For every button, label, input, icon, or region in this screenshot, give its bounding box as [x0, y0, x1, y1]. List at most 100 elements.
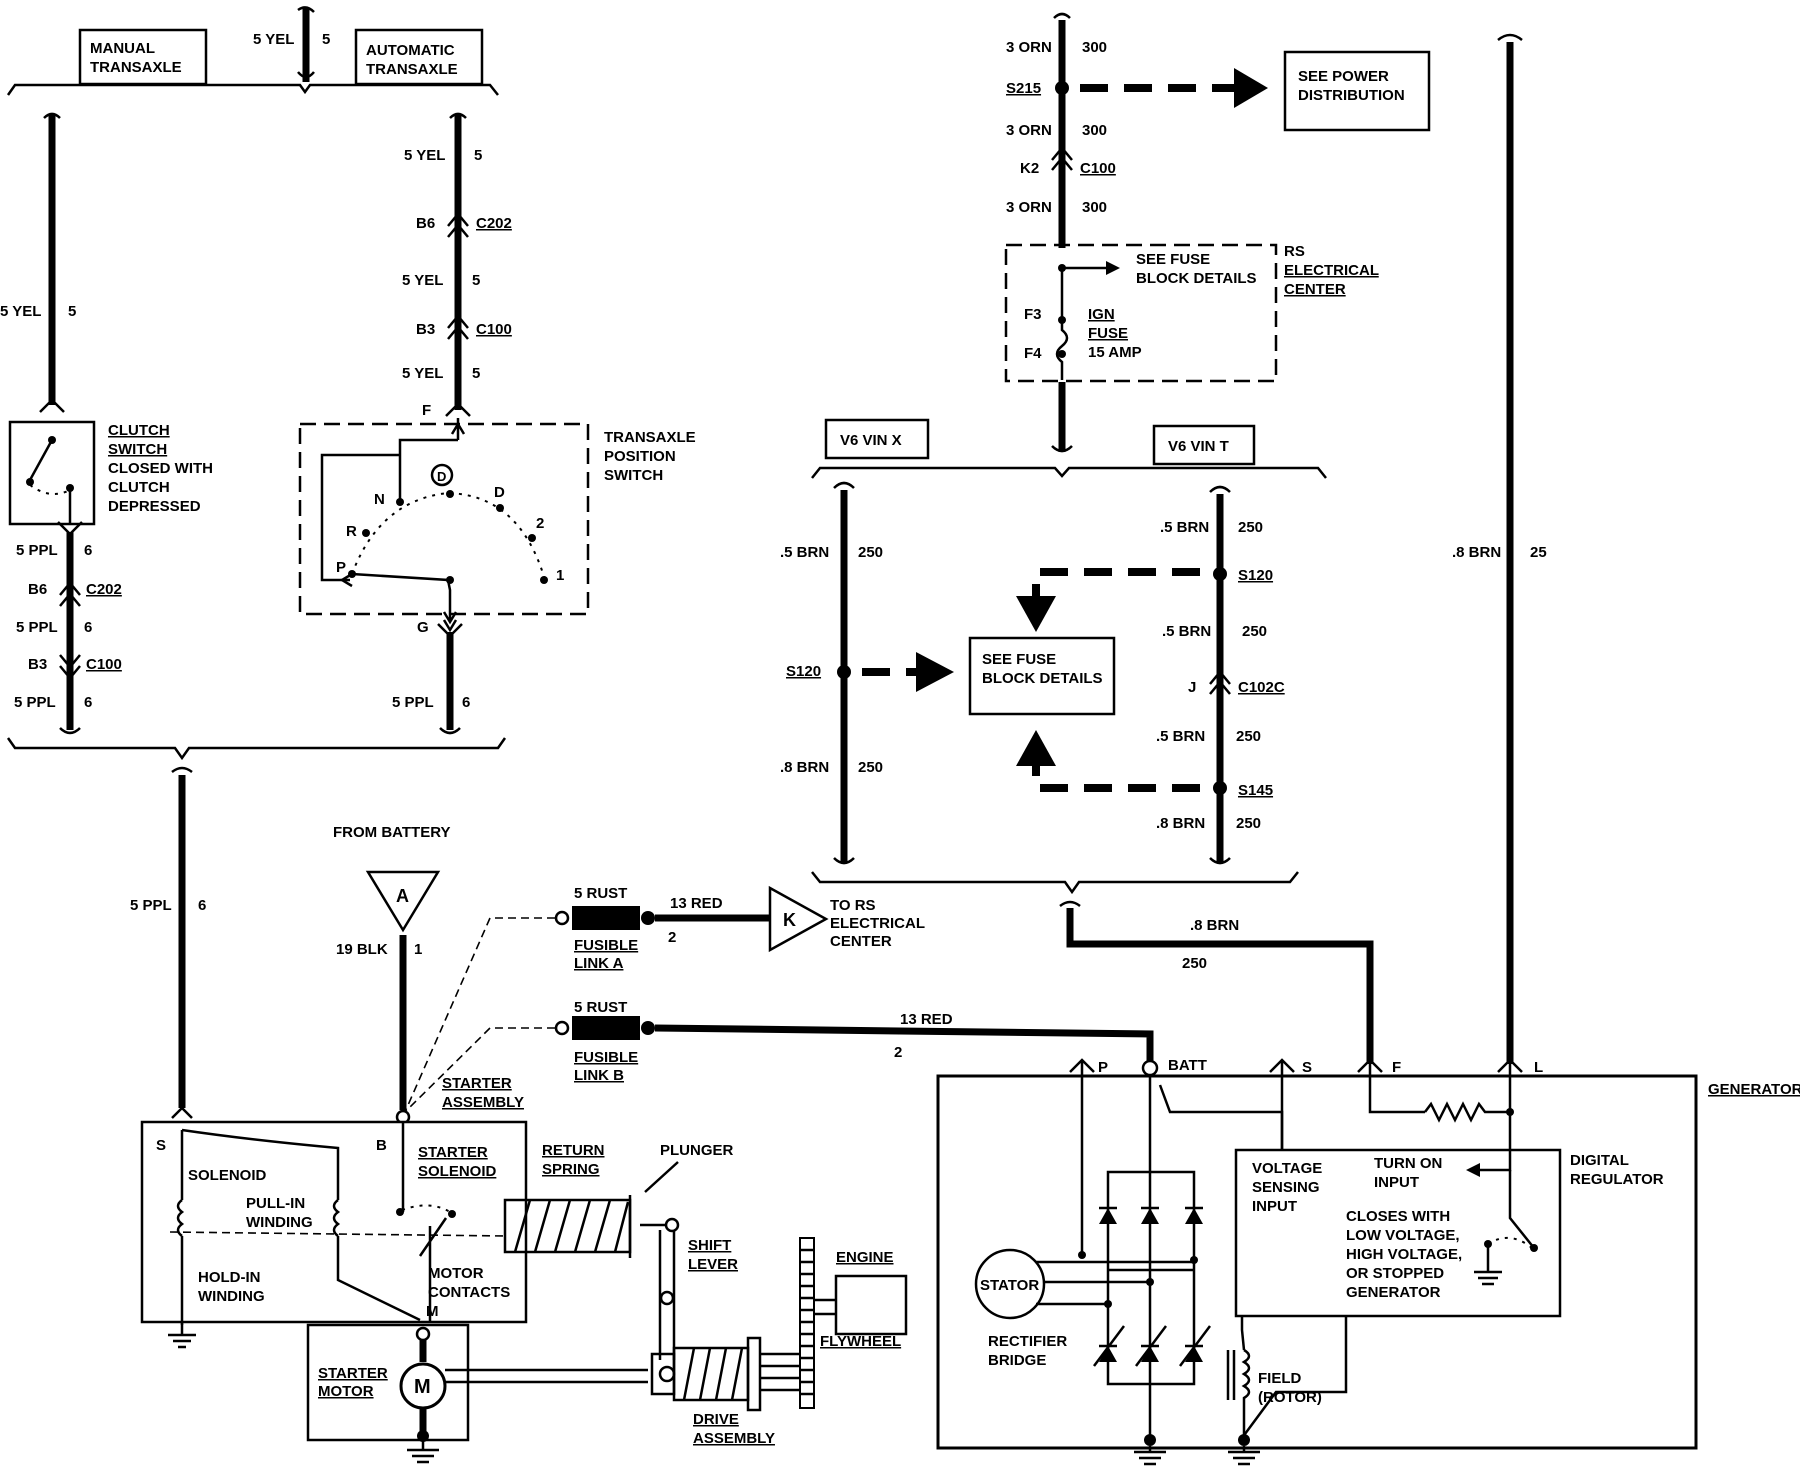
starter-terminal-s: S [156, 1137, 166, 1154]
manual-ppl3-circuit: 6 [84, 694, 92, 711]
orn3-color: 3 ORN [1006, 199, 1052, 216]
gen-f-color: .8 BRN [1190, 917, 1239, 934]
stator-circle [974, 1248, 1046, 1320]
auto-yel2-color: 5 YEL [402, 272, 443, 289]
rust-a-color: 5 RUST [574, 885, 627, 902]
vint-brn1-circuit: 250 [1238, 519, 1263, 536]
orn2-color: 3 ORN [1006, 122, 1052, 139]
fuse-block-details-label: SEE FUSE BLOCK DETAILS [982, 651, 1103, 687]
generator-feeds: .8 BRN 250 .8 BRN 25 [1059, 33, 1547, 1064]
starter-assembly-label: STARTER ASSEMBLY [442, 1075, 524, 1111]
digital-regulator-label: DIGITAL REGULATOR [1570, 1152, 1664, 1188]
solenoid-label: SOLENOID [188, 1167, 267, 1184]
starter-feed: 5 PPL 6 [130, 766, 206, 1108]
to-rs-label: TO RS ELECTRICAL CENTER [830, 897, 929, 950]
fusible-links: 5 RUST FUSIBLE LINK A 13 RED 2 K TO RS E… [404, 885, 1154, 1113]
gen-terminal-f: F [1392, 1059, 1401, 1076]
v6-vin-section: V6 VIN X V6 VIN T .5 BRN 250 S120 .8 BRN… [780, 418, 1327, 895]
gear-r: R [346, 523, 357, 540]
gear-n: N [374, 491, 385, 508]
top-yel-color: 5 YEL [253, 31, 294, 48]
transaxle-bottom-bus [6, 737, 507, 761]
gen-l-color: .8 BRN [1452, 544, 1501, 561]
automatic-transaxle-box [354, 28, 484, 86]
manual-yel-circuit: 5 [68, 303, 76, 320]
top-yel-circuit: 5 [322, 31, 330, 48]
power-dist-arrow [1234, 68, 1268, 108]
to-rs-ref-triangle [768, 885, 829, 953]
starter-motor-label: STARTER MOTOR [318, 1365, 392, 1400]
pull-in-label: PULL-IN WINDING [246, 1195, 313, 1231]
from-battery-label: FROM BATTERY [333, 824, 451, 841]
motor-contacts-label: MOTOR CONTACTS [428, 1265, 510, 1301]
vint-brn2-circuit: 250 [1242, 623, 1267, 640]
vint-brn3-color: .5 BRN [1156, 728, 1205, 745]
vinx-brn2-color: .8 BRN [780, 759, 829, 776]
manual-branch: 5 YEL 5 CLUTCH SWITCH CLOSED WITH CLUTCH… [0, 112, 217, 735]
k2-conn: C100 [1080, 160, 1116, 177]
auto-ppl-circuit: 6 [462, 694, 470, 711]
vint-brn1-color: .5 BRN [1160, 519, 1209, 536]
armature-shaft [445, 1368, 648, 1384]
manual-transaxle-box [78, 28, 208, 86]
splice-s215: S215 [1006, 80, 1041, 97]
orn1-color: 3 ORN [1006, 39, 1052, 56]
fuse-block-details-box [968, 636, 1116, 716]
vint-splice2: S145 [1238, 782, 1273, 799]
gen-terminal-p: P [1098, 1059, 1108, 1076]
auto-yel3-color: 5 YEL [402, 365, 443, 382]
gear-1: 1 [556, 567, 564, 584]
clutch-switch-label: CLUTCH SWITCH CLOSED WITH CLUTCH DEPRESS… [108, 422, 217, 515]
flywheel-label: FLYWHEEL [820, 1333, 901, 1350]
clutch-switch-box [8, 420, 96, 526]
digital-regulator-box [1234, 1148, 1562, 1318]
gen-terminal-s: S [1302, 1059, 1312, 1076]
motor-symbol: M [414, 1376, 431, 1398]
tps-terminal-g: G [417, 619, 429, 636]
manual-ppl1-circuit: 6 [84, 542, 92, 559]
turn-on-input-label: TURN ON INPUT [1374, 1155, 1447, 1191]
v6-vin-t: V6 VIN T [1168, 438, 1229, 455]
red-b-circuit: 2 [894, 1044, 902, 1061]
power-distribution-label: SEE POWER DISTRIBUTION [1298, 68, 1405, 104]
generator: GENERATOR P BATT S F L [936, 1057, 1800, 1466]
gear-arc [351, 491, 546, 581]
auto-yel3-circuit: 5 [472, 365, 480, 382]
fusible-link-a-label: FUSIBLE LINK A [574, 937, 642, 972]
vinx-brn1-circuit: 250 [858, 544, 883, 561]
auto-c100-pin: B3 [416, 321, 435, 338]
auto-c202: C202 [476, 215, 512, 232]
starter-assembly: STARTER ASSEMBLY S B SOLENOID PULL-IN WI… [140, 1075, 908, 1464]
generator-label: GENERATOR [1708, 1081, 1800, 1098]
fuse-f3: F3 [1024, 306, 1042, 323]
starter-terminal-m: M [426, 1303, 439, 1320]
ign-fuse-feed: 3 ORN 300 S215 SEE POWER DISTRIBUTION 3 … [1004, 12, 1431, 453]
orn2-circuit: 300 [1082, 122, 1107, 139]
vinx-brn1-color: .5 BRN [780, 544, 829, 561]
plunger-label: PLUNGER [660, 1142, 734, 1159]
k2-pin: K2 [1020, 160, 1039, 177]
fusible-link-b [572, 1016, 640, 1040]
manual-ppl1-color: 5 PPL [16, 542, 58, 559]
vint-brn3-circuit: 250 [1236, 728, 1261, 745]
manual-transaxle-label: MANUAL TRANSAXLE [90, 40, 182, 76]
starter-terminal-b: B [376, 1137, 387, 1154]
automatic-transaxle-label: AUTOMATIC TRANSAXLE [366, 42, 459, 78]
vint-splice1: S120 [1238, 567, 1273, 584]
starter-solenoid-label: STARTER SOLENOID [418, 1144, 497, 1180]
to-rs-ref: K [783, 910, 796, 930]
vinx-brn2-circuit: 250 [858, 759, 883, 776]
rust-b-color: 5 RUST [574, 999, 627, 1016]
fuse-block-details-top: SEE FUSE BLOCK DETAILS [1136, 251, 1257, 287]
auto-ppl-color: 5 PPL [392, 694, 434, 711]
batt-cable-color: 19 BLK [336, 941, 388, 958]
vint-brn4-circuit: 250 [1236, 815, 1261, 832]
stator-label: STATOR [980, 1277, 1039, 1294]
rs-electrical-center-box [1004, 243, 1278, 383]
closes-with-label: CLOSES WITH LOW VOLTAGE, HIGH VOLTAGE, O… [1346, 1208, 1466, 1301]
vinx-splice: S120 [786, 663, 821, 680]
manual-c202-pin: B6 [28, 581, 47, 598]
rectifier-bridge [1078, 1170, 1211, 1386]
red-a-circuit: 2 [668, 929, 676, 946]
